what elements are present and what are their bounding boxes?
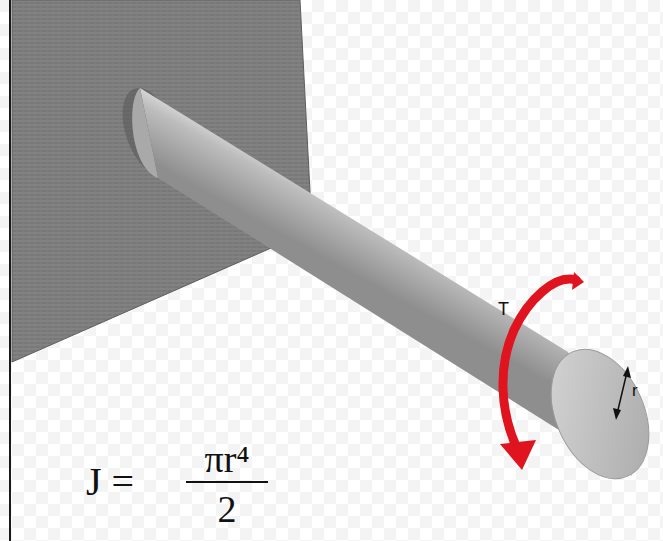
formula-denominator: 2	[218, 490, 237, 528]
torque-arrowhead	[500, 440, 536, 470]
torque-arrow	[503, 279, 576, 446]
formula-lhs: J =	[86, 462, 134, 502]
formula-numerator: πr⁴	[204, 440, 249, 478]
radius-head	[613, 408, 621, 420]
frame-line	[9, 0, 11, 541]
torque-arrow-tail	[572, 272, 584, 290]
radius-head	[623, 366, 631, 378]
torque-label: T	[498, 300, 509, 318]
shaft-base	[132, 88, 158, 178]
shaft-end-face	[532, 334, 663, 494]
radius-line	[617, 372, 627, 414]
radius-label: r	[632, 382, 638, 399]
fraction-bar	[186, 481, 268, 483]
